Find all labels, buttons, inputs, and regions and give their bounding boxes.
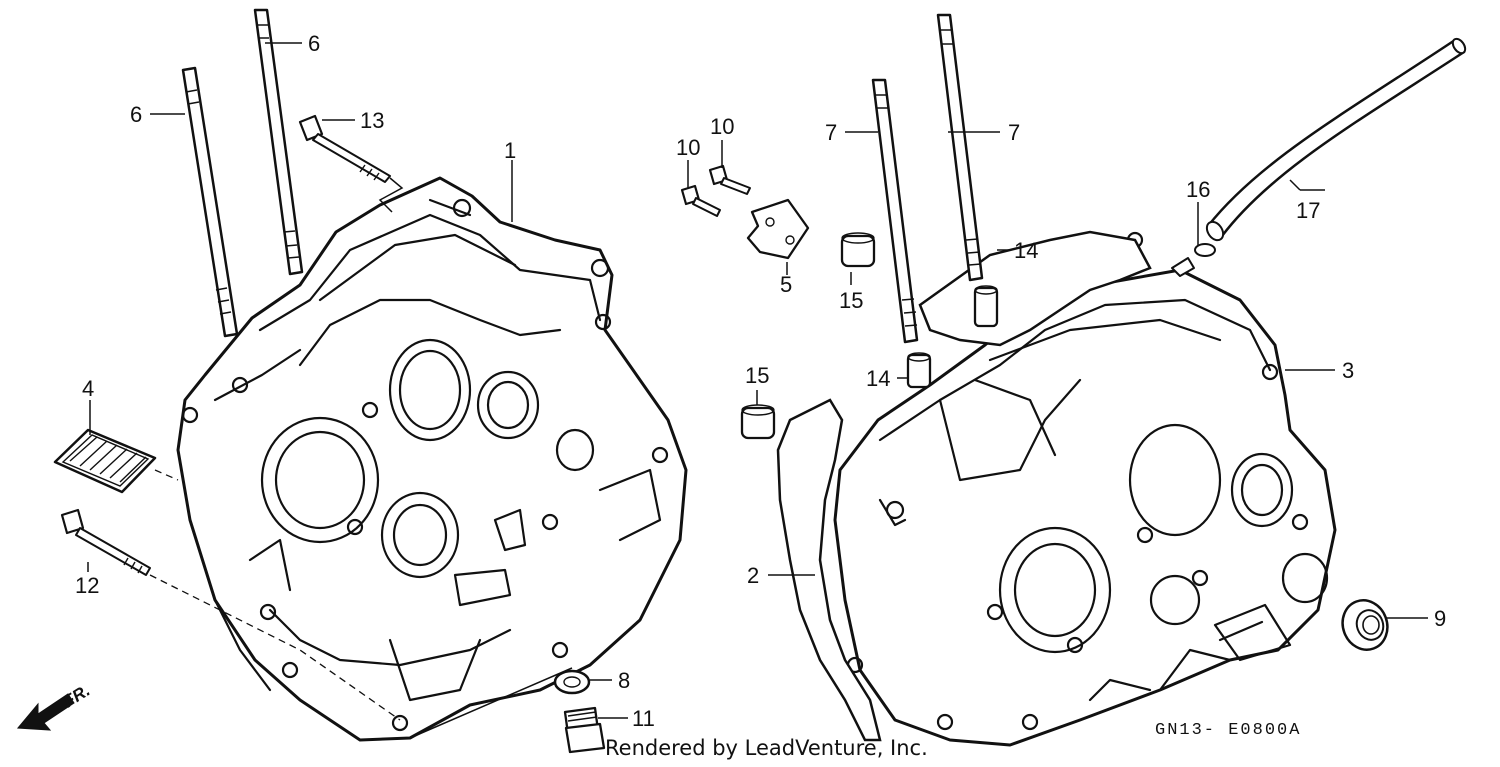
stud-bolt-7-left	[871, 78, 919, 344]
flange-bolt-13	[298, 114, 391, 183]
callout-2: 2	[747, 563, 759, 588]
callout-12: 12	[75, 573, 99, 598]
callout-labels: 1 2 3 4 5 6 6 7 7 8 9 10 10 11 12 13 14 …	[75, 31, 1446, 731]
stud-bolt-7-right	[936, 13, 984, 282]
dowel-pin-14-lower	[906, 352, 932, 389]
oil-seal-9	[1341, 599, 1389, 651]
bolt-10-right	[708, 164, 751, 195]
setting-plate-5	[746, 198, 810, 260]
callout-14-lower: 14	[866, 366, 890, 391]
oil-strainer-screen-4	[53, 428, 157, 494]
dowel-pin-15-lower	[740, 404, 776, 440]
callout-11: 11	[632, 706, 655, 731]
callout-3: 3	[1342, 358, 1354, 383]
drain-bolt-11	[563, 706, 606, 754]
assembly-line-screen-4	[154, 469, 179, 481]
assembly-line-bolt-13	[378, 177, 404, 213]
callout-6-left: 6	[130, 102, 142, 127]
callout-4: 4	[82, 376, 94, 401]
callout-10-left: 10	[676, 135, 700, 160]
front-direction-indicator: FR.	[16, 681, 93, 731]
stud-bolts	[181, 8, 984, 344]
leader-lines	[87, 42, 1428, 719]
render-credit: Rendered by LeadVenture, Inc.	[605, 736, 928, 760]
assembly-line-bolt-12	[149, 574, 401, 721]
callout-7-left: 7	[825, 120, 837, 145]
callout-14-upper: 14	[1014, 238, 1038, 263]
stud-bolt-6-left	[181, 66, 239, 338]
breather-hose-17	[1205, 37, 1467, 242]
assembly-line-washer-8	[409, 667, 573, 739]
callout-13: 13	[360, 108, 384, 133]
flange-bolt-12	[60, 508, 151, 576]
callout-8: 8	[618, 668, 630, 693]
stud-bolt-6-right	[253, 8, 304, 276]
callout-5: 5	[780, 272, 792, 297]
callout-10-right: 10	[710, 114, 734, 139]
callout-15-lower: 15	[745, 363, 769, 388]
dowel-pin-15-upper	[840, 232, 876, 268]
hose-clip-16	[1194, 243, 1216, 257]
callout-7-right: 7	[1008, 120, 1020, 145]
callout-9: 9	[1434, 606, 1446, 631]
left-crankcase	[176, 176, 688, 742]
diagram-code: GN13- E0800A	[1155, 721, 1301, 740]
front-arrow-icon	[16, 693, 75, 731]
callout-1: 1	[504, 138, 516, 163]
sealing-washer-8	[553, 669, 591, 695]
breather-nipple	[1171, 257, 1195, 277]
callout-16: 16	[1186, 177, 1210, 202]
bolt-10-left	[680, 184, 721, 217]
right-crankcase	[833, 231, 1337, 747]
callout-6-right: 6	[308, 31, 320, 56]
callout-15-upper: 15	[839, 288, 863, 313]
callout-17: 17	[1296, 198, 1320, 223]
dowel-pin-14-upper	[973, 285, 999, 328]
